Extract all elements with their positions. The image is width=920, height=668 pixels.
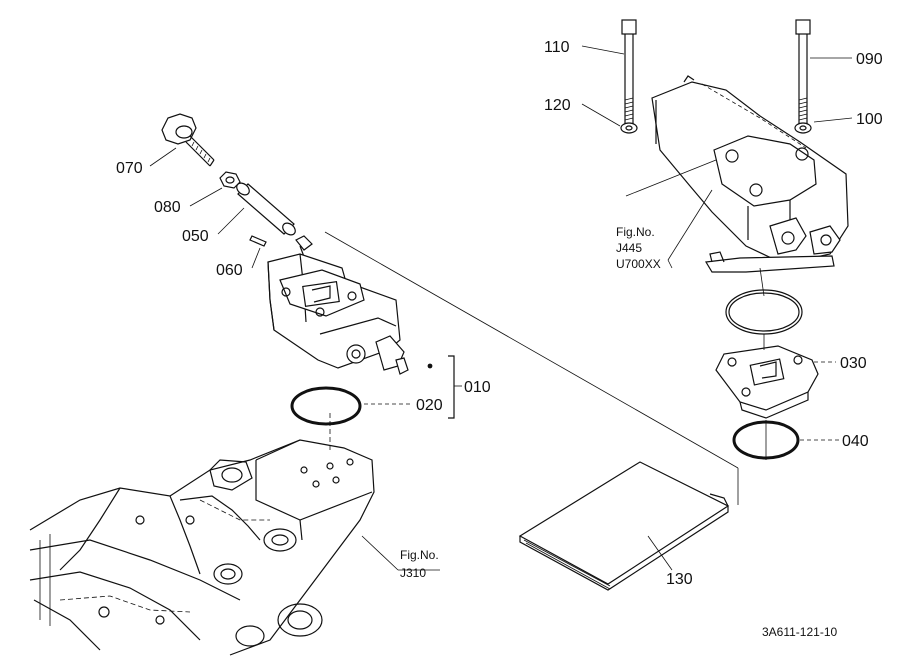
leader-lines-right — [581, 45, 853, 441]
callout-060: 060 — [216, 262, 243, 279]
callout-090: 090 — [856, 51, 883, 68]
ref-j310-number: J310 — [400, 566, 426, 580]
callout-120: 120 — [544, 97, 571, 114]
callout-080: 080 — [154, 199, 181, 216]
drawing-code: 3A611-121-10 — [762, 625, 837, 639]
callout-070: 070 — [116, 160, 143, 177]
upper-right-o-ring — [725, 289, 803, 335]
part-080-nut — [219, 171, 241, 189]
callout-020: 020 — [416, 397, 443, 414]
part-040-o-ring — [732, 420, 800, 460]
callout-010: 010 — [464, 379, 491, 396]
assembly-guide-line — [324, 231, 739, 469]
leader-lines-left — [149, 147, 462, 419]
part-020-o-ring — [290, 386, 362, 426]
ref-j445-number: J445 — [616, 241, 642, 255]
callout-040: 040 — [842, 433, 869, 450]
callout-100: 100 — [856, 111, 883, 128]
leader-dot-010 — [427, 363, 433, 369]
callout-050: 050 — [182, 228, 209, 245]
part-130-booklet — [518, 461, 730, 591]
part-050-pipe — [236, 182, 296, 236]
part-030-plate — [715, 334, 819, 419]
right-valve-assembly — [620, 19, 849, 297]
callout-130: 130 — [666, 571, 693, 588]
part-010-valve-assembly — [267, 235, 433, 375]
transmission-case-j310 — [29, 412, 440, 656]
callout-030: 030 — [840, 355, 867, 372]
ref-j445-model: U700XX — [616, 257, 661, 271]
part-070-knob-bolt — [161, 113, 215, 167]
callout-110: 110 — [544, 39, 570, 56]
ref-j445-fig-label: Fig.No. — [616, 225, 655, 239]
ref-j310-fig-label: Fig.No. — [400, 548, 439, 562]
part-060-pin — [249, 235, 267, 247]
